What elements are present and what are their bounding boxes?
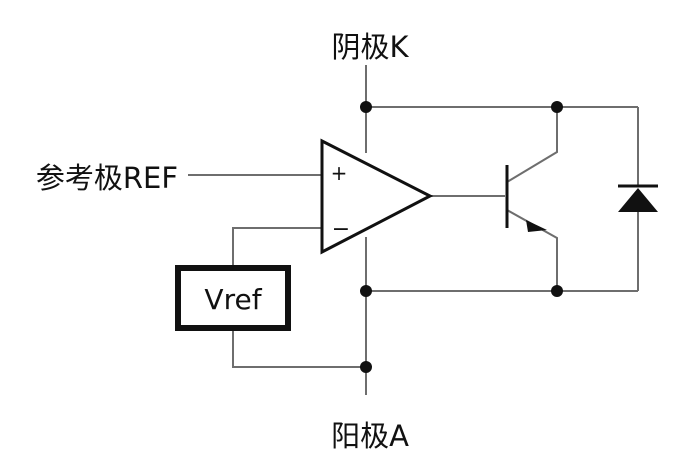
- collector-wire: [506, 107, 558, 183]
- vref-box: [175, 265, 291, 331]
- emitter-arrow: [526, 220, 547, 232]
- emitter-wire: [506, 209, 558, 291]
- opamp-triangle: [320, 138, 434, 255]
- opamp-plus-sign: +: [331, 161, 348, 185]
- cathode-label: 阴极K: [331, 30, 409, 64]
- junction-node-top-left: [360, 101, 372, 113]
- reference-label: 参考极REF: [36, 161, 178, 195]
- junction-node-bottom-right: [551, 285, 563, 297]
- diode-triangle: [618, 188, 658, 212]
- inverting-input-wire: [232, 227, 322, 268]
- opamp-minus-sign: −: [332, 217, 350, 242]
- anode-label: 阳极A: [331, 419, 409, 453]
- vref-return-wire: [232, 328, 366, 368]
- junction-node-anode: [360, 361, 372, 373]
- junction-node-bottom-left: [360, 285, 372, 297]
- junction-node-top-right: [551, 101, 563, 113]
- vref-label: Vref: [204, 283, 262, 316]
